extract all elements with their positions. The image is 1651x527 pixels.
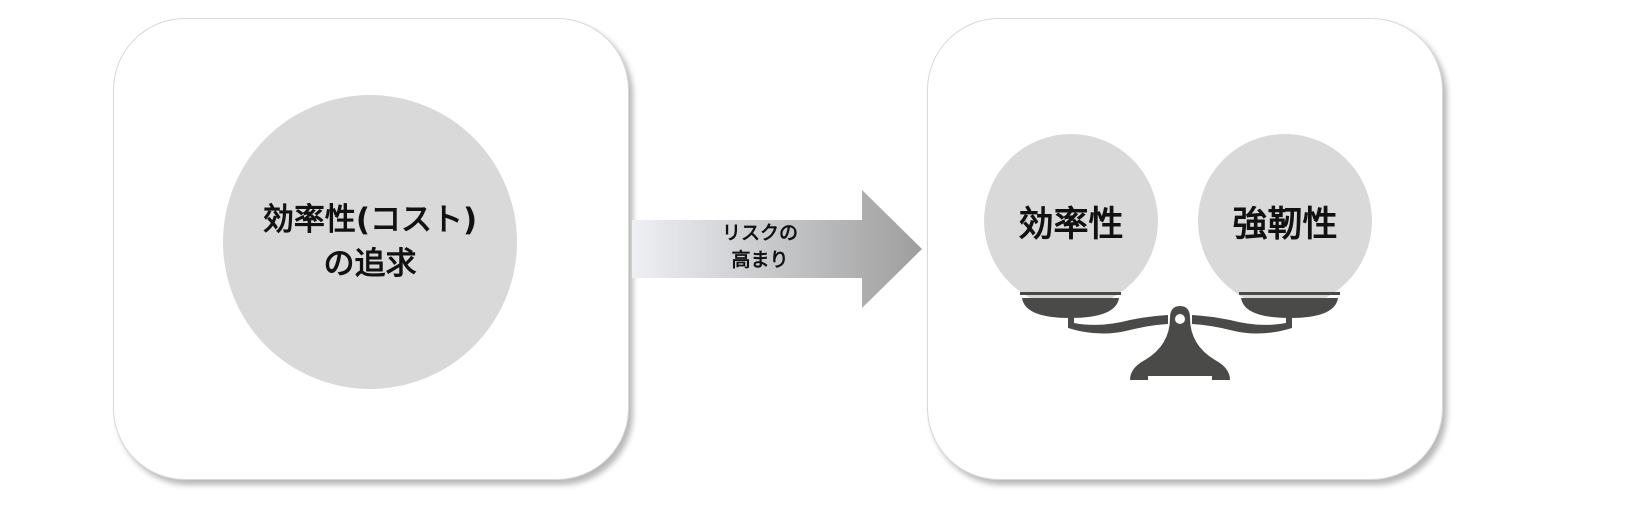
arrow-icon: [632, 190, 922, 308]
balance-scale-icon: [1020, 292, 1340, 380]
arrow-label: リスクの 高まり: [700, 220, 820, 274]
resilience-label: 強靭性: [1232, 204, 1338, 245]
arrow-label-line2: 高まり: [731, 249, 789, 271]
efficiency-label: 効率性: [1018, 204, 1124, 245]
circle-text-line2: の追求: [323, 246, 417, 282]
arrow-label-line1: リスクの: [721, 222, 798, 244]
circle-text-line1: 効率性(コスト): [262, 202, 478, 238]
resilience-circle: 強靭性: [1198, 134, 1372, 308]
efficiency-circle: 効率性: [984, 134, 1158, 308]
efficiency-pursuit-circle: 効率性(コスト) の追求: [223, 95, 517, 389]
